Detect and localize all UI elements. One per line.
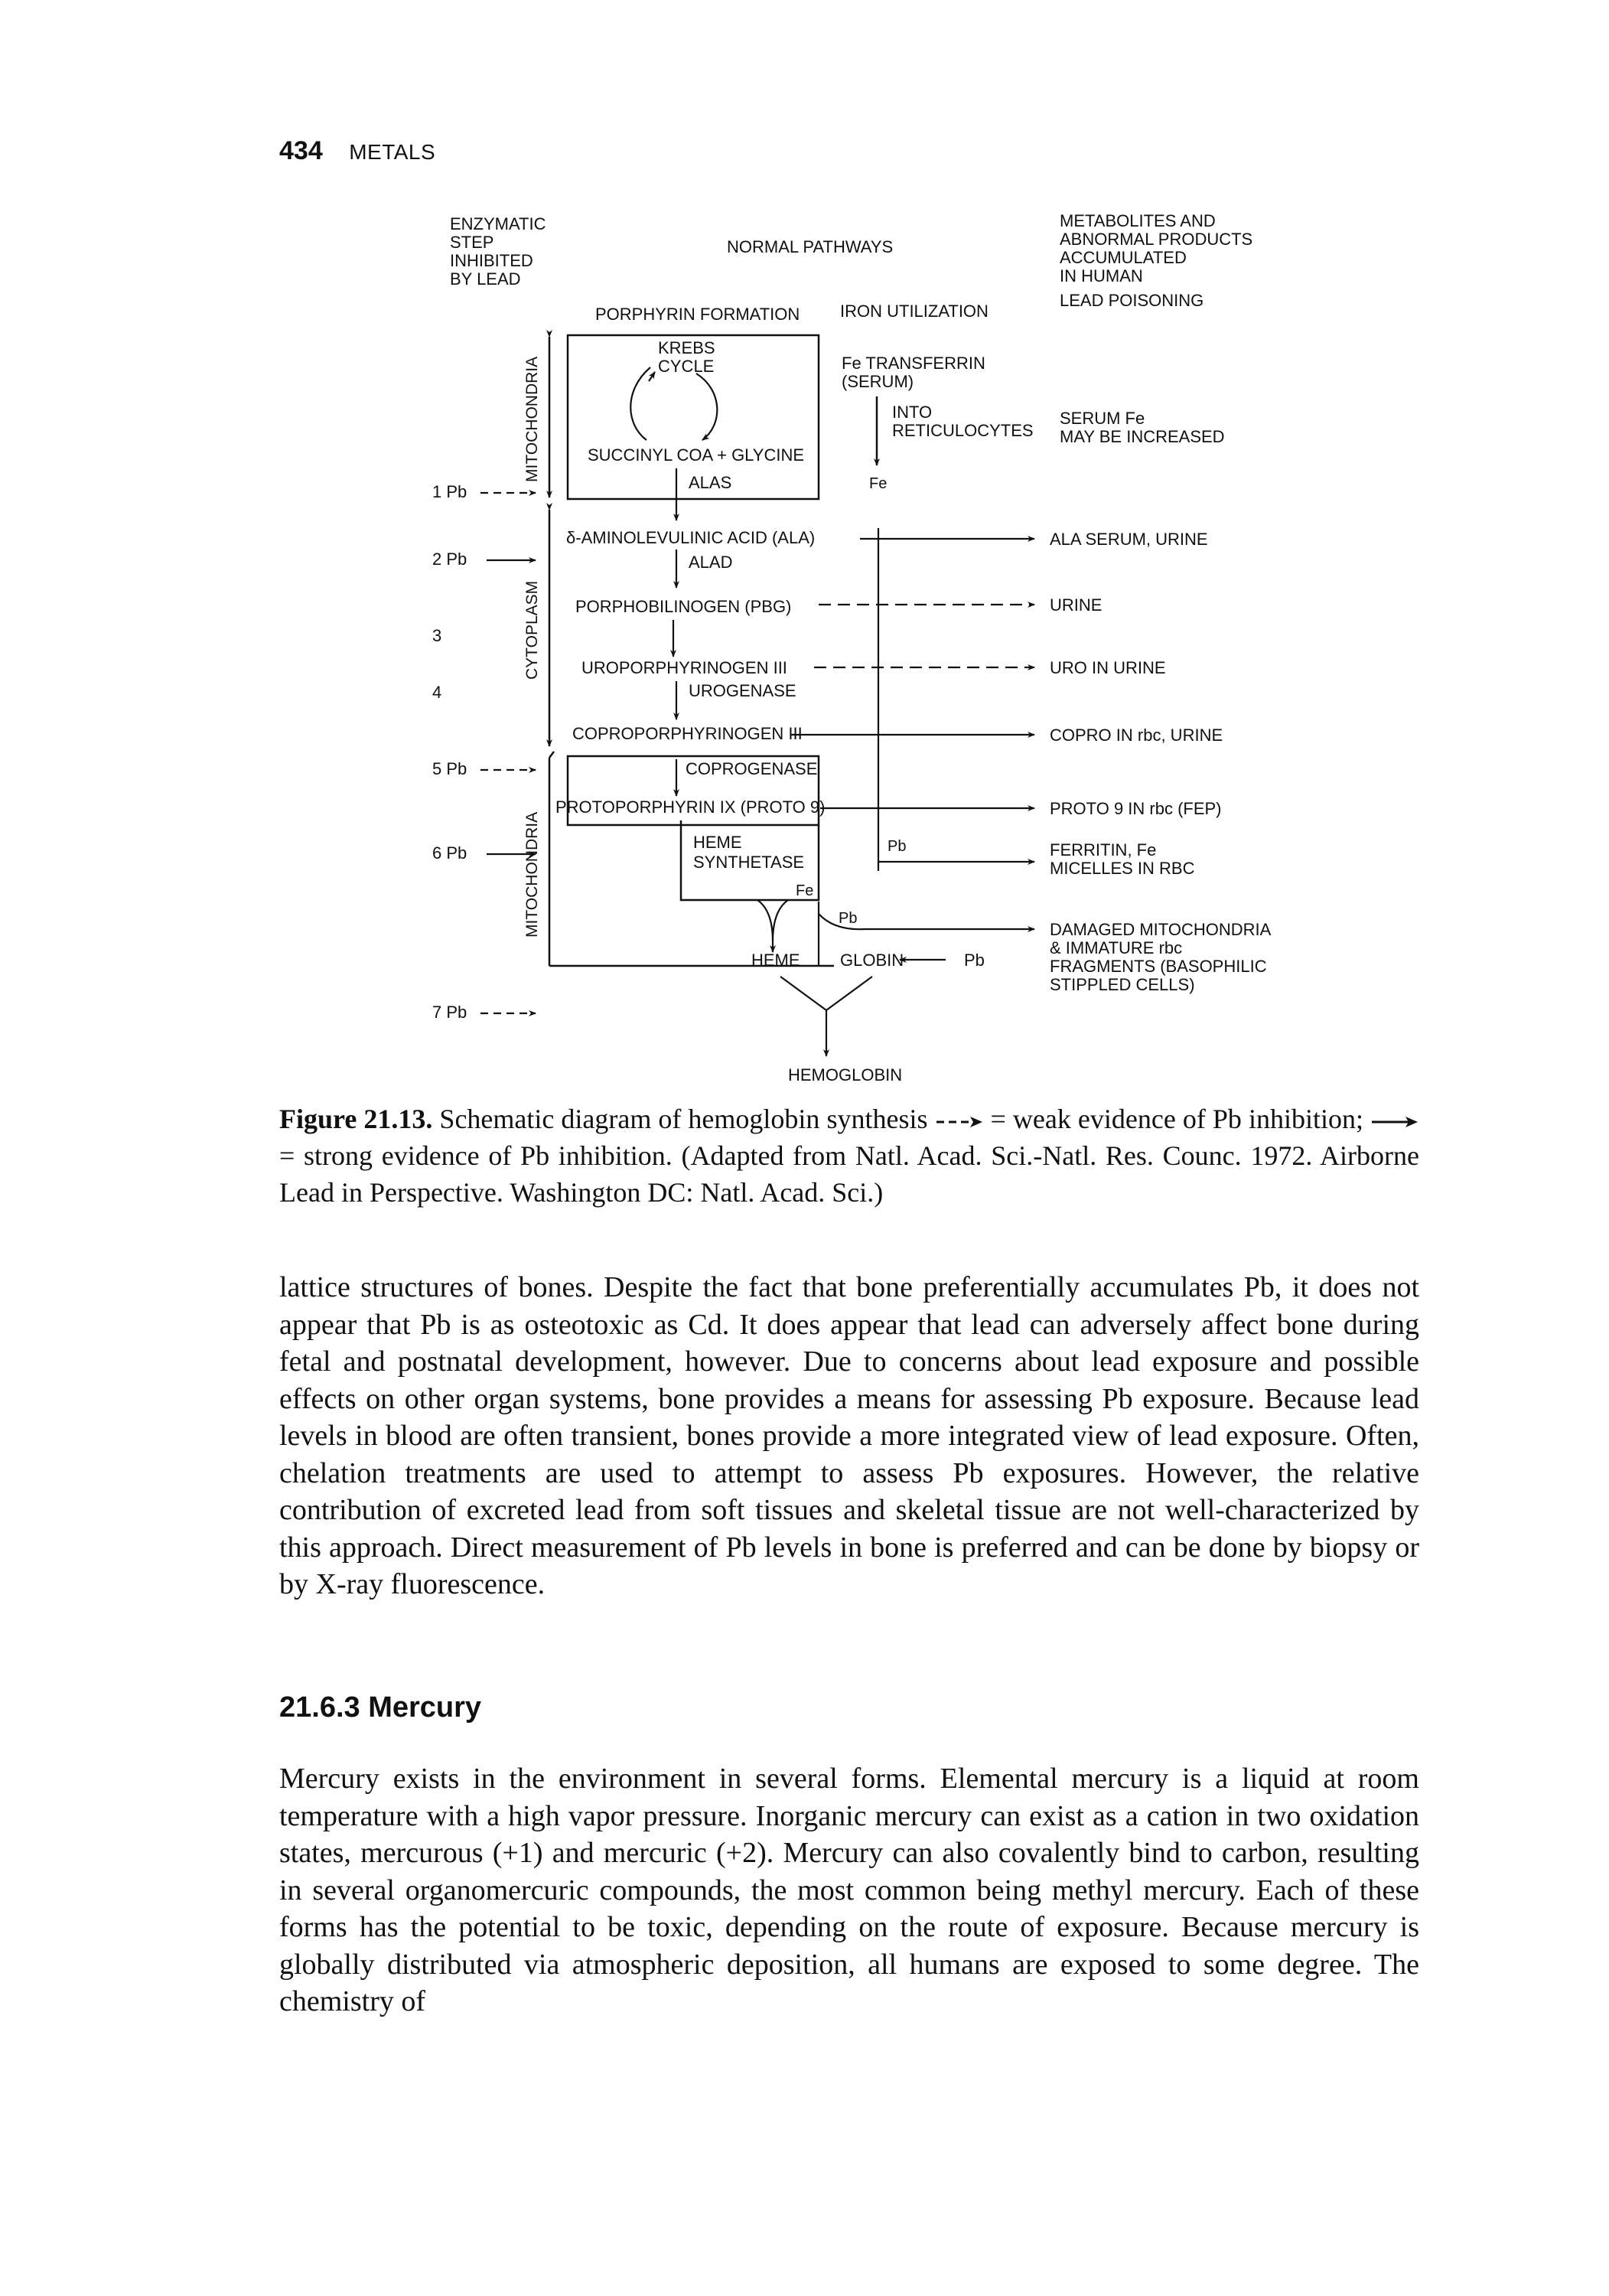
heme-synthesis-diagram: ENZYMATIC STEP INHIBITED BY LEAD NORMAL … xyxy=(432,211,1272,1084)
svg-text:DAMAGED MITOCHONDRIA: DAMAGED MITOCHONDRIA xyxy=(1050,920,1272,939)
into-label: INTO xyxy=(892,403,932,422)
section-heading: 21.6.3 Mercury xyxy=(279,1691,482,1724)
porphyrin-formation-header: PORPHYRIN FORMATION xyxy=(595,305,800,324)
figure-caption: Figure 21.13. Schematic diagram of hemog… xyxy=(279,1101,1419,1211)
svg-text:URINE: URINE xyxy=(1050,595,1102,615)
alad-enzyme: ALAD xyxy=(689,553,732,572)
krebs-cycle-icon xyxy=(630,367,718,441)
svg-text:5 Pb: 5 Pb xyxy=(432,759,467,778)
svg-text:URO IN URINE: URO IN URINE xyxy=(1050,658,1166,677)
products-column: SERUM Fe MAY BE INCREASED ALA SERUM, URI… xyxy=(1050,409,1272,994)
caption-part3: = strong evidence of Pb inhibition. (Ada… xyxy=(279,1140,1419,1208)
mitochondria-label-top: MITOCHONDRIA xyxy=(523,357,541,482)
caption-part1: Schematic diagram of hemoglobin synthesi… xyxy=(432,1104,935,1134)
hemoglobin-label: HEMOGLOBIN xyxy=(788,1065,902,1084)
caption-part2: = weak evidence of Pb inhibition; xyxy=(983,1104,1371,1134)
svg-text:COPRO IN rbc, URINE: COPRO IN rbc, URINE xyxy=(1050,726,1223,745)
pb-label-damaged: Pb xyxy=(839,910,857,927)
pbg-label: PORPHOBILINOGEN (PBG) xyxy=(575,597,791,616)
enzymatic-step-header: ENZYMATIC STEP INHIBITED BY LEAD xyxy=(450,214,546,289)
section-title: METALS xyxy=(349,140,436,164)
krebs-label: KREBS xyxy=(658,338,715,357)
succinyl-label: SUCCINYL COA + GLYCINE xyxy=(588,445,804,465)
weak-evidence-arrow-icon xyxy=(936,1116,982,1127)
svg-text:ALA SERUM, URINE: ALA SERUM, URINE xyxy=(1050,530,1208,549)
svg-text:LEAD POISONING: LEAD POISONING xyxy=(1060,291,1203,310)
ala-label: δ-AMINOLEVULINIC ACID (ALA) xyxy=(566,528,815,547)
pb-inhibition-arrows xyxy=(480,490,536,1016)
svg-text:STEP: STEP xyxy=(450,233,493,252)
svg-text:SERUM Fe: SERUM Fe xyxy=(1060,409,1145,428)
coprogenase-enzyme: COPROGENASE xyxy=(686,759,817,778)
svg-text:FRAGMENTS (BASOPHILIC: FRAGMENTS (BASOPHILIC xyxy=(1050,957,1267,976)
svg-text:3: 3 xyxy=(432,626,441,645)
product-arrows xyxy=(791,528,1035,932)
heme-label: HEME xyxy=(751,951,800,970)
running-head: 434 METALS xyxy=(279,136,435,166)
hemoglobin-merge xyxy=(780,976,873,1057)
reticulocytes-label: RETICULOCYTES xyxy=(892,421,1034,440)
globin-label: GLOBIN xyxy=(840,951,904,970)
svg-text:INHIBITED: INHIBITED xyxy=(450,251,533,270)
body-paragraph-2: Mercury exists in the environment in sev… xyxy=(279,1763,1419,2017)
proto-label: PROTOPORPHYRIN IX (PROTO 9) xyxy=(555,797,825,817)
svg-text:ACCUMULATED: ACCUMULATED xyxy=(1060,248,1187,267)
page-number: 434 xyxy=(279,136,323,165)
svg-text:IN HUMAN: IN HUMAN xyxy=(1060,266,1143,285)
uro-label: UROPORPHYRINOGEN III xyxy=(581,658,787,677)
compartment-brackets xyxy=(546,330,834,967)
mitochondria-label-bottom: MITOCHONDRIA xyxy=(523,812,541,938)
svg-text:FERRITIN, Fe: FERRITIN, Fe xyxy=(1050,840,1156,859)
strong-evidence-arrow-icon xyxy=(1372,1116,1418,1127)
heme-synthetase-line1: HEME xyxy=(693,833,742,852)
serum-label: (SERUM) xyxy=(842,372,914,391)
svg-text:2 Pb: 2 Pb xyxy=(432,550,467,569)
cytoplasm-label: CYTOPLASM xyxy=(523,581,541,680)
heme-merge-lines xyxy=(757,899,820,966)
alas-enzyme: ALAS xyxy=(689,473,731,492)
svg-text:4: 4 xyxy=(432,683,441,702)
svg-text:6 Pb: 6 Pb xyxy=(432,843,467,863)
copro-label: COPROPORPHYRINOGEN III xyxy=(572,724,803,743)
svg-text:ENZYMATIC: ENZYMATIC xyxy=(450,214,546,233)
iron-utilization-header: IRON UTILIZATION xyxy=(840,302,989,321)
coprogenase-box xyxy=(566,755,820,827)
pb-label-ferritin: Pb xyxy=(888,838,906,855)
body-paragraph-1: lattice structures of bones. Despite the… xyxy=(279,1271,1419,1600)
svg-text:& IMMATURE rbc: & IMMATURE rbc xyxy=(1050,938,1182,957)
svg-text:METABOLITES AND: METABOLITES AND xyxy=(1060,211,1216,230)
svg-text:1 Pb: 1 Pb xyxy=(432,482,467,501)
urogenase-enzyme: UROGENASE xyxy=(689,681,796,700)
svg-text:STIPPLED CELLS): STIPPLED CELLS) xyxy=(1050,975,1195,994)
step-labels: 1 Pb 2 Pb 3 4 5 Pb 6 Pb 7 Pb xyxy=(432,482,467,1022)
fe-transferrin-label: Fe TRANSFERRIN xyxy=(842,354,985,373)
svg-text:PROTO 9 IN rbc (FEP): PROTO 9 IN rbc (FEP) xyxy=(1050,799,1222,818)
svg-text:ABNORMAL PRODUCTS: ABNORMAL PRODUCTS xyxy=(1060,230,1252,249)
metabolites-header: METABOLITES AND ABNORMAL PRODUCTS ACCUMU… xyxy=(1060,211,1252,310)
mitochondria-box xyxy=(566,334,820,501)
heme-synthetase-line2: SYNTHETASE xyxy=(693,853,804,872)
fe-label: Fe xyxy=(869,475,887,492)
caption-label: Figure 21.13. xyxy=(279,1104,433,1134)
normal-pathways-header: NORMAL PATHWAYS xyxy=(727,237,893,256)
cycle-label: CYCLE xyxy=(658,357,714,376)
svg-text:7 Pb: 7 Pb xyxy=(432,1003,467,1022)
pb-globin-label: Pb xyxy=(964,951,985,970)
svg-text:MICELLES IN RBC: MICELLES IN RBC xyxy=(1050,859,1195,878)
svg-text:BY LEAD: BY LEAD xyxy=(450,269,521,289)
svg-text:MAY BE INCREASED: MAY BE INCREASED xyxy=(1060,427,1225,446)
fe-small-label: Fe xyxy=(796,882,813,899)
